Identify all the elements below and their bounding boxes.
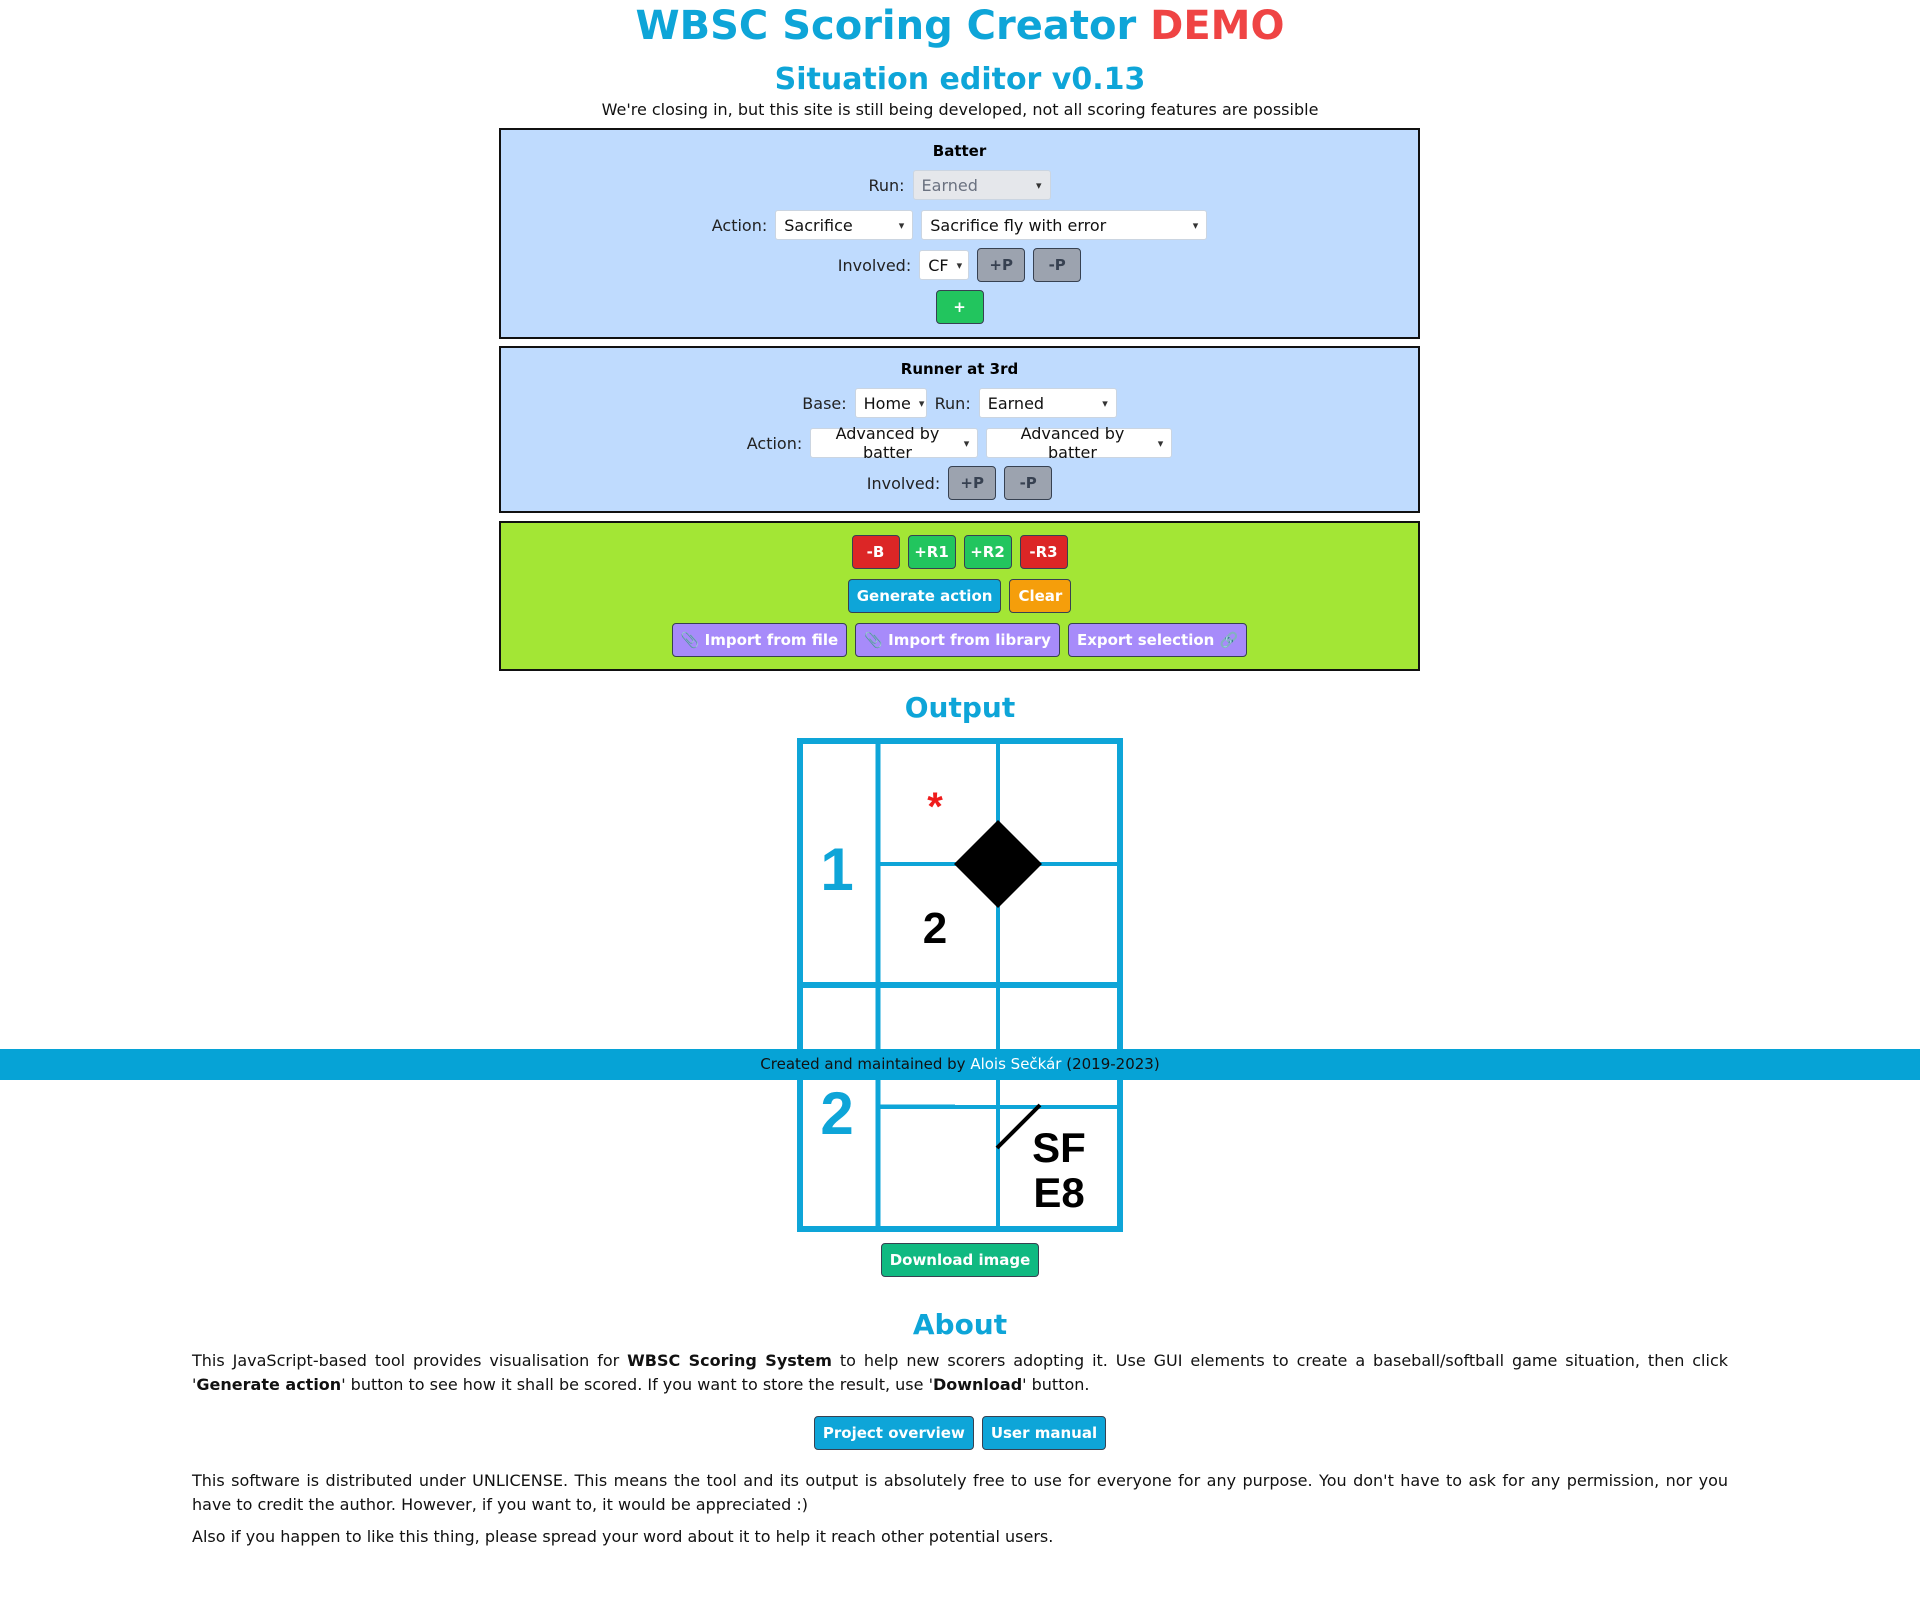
chevron-down-icon: ▾ [956,258,963,272]
batter-action-value: Sacrifice [784,215,853,235]
runner-add-player-button[interactable]: +P [948,466,997,500]
runner-base-select[interactable]: Home ▾ [854,388,927,418]
footer-bar: Created and maintained by Alois Sečkár (… [0,1049,1920,1080]
remove-runner-3-button[interactable]: -R3 [1019,535,1068,569]
chevron-down-icon: ▾ [1157,436,1164,450]
batter-run-select[interactable]: Earned ▾ [912,170,1051,200]
chevron-down-icon: ▾ [963,436,970,450]
chevron-down-icon: ▾ [918,396,925,410]
runner-3rd-panel: Runner at 3rd Base: Home ▾ Run: Earned ▾… [499,346,1420,513]
action-label: Action: [746,433,803,453]
runner-action-detail-select[interactable]: Advanced by batter ▾ [986,424,1173,462]
runner-3rd-title: Runner at 3rd [900,360,1019,378]
batter-panel: Batter Run: Earned ▾ Action: Sacrifice ▾… [499,128,1420,339]
add-runner-1-button[interactable]: +R1 [907,535,956,569]
page-subtitle: Situation editor v0.13 [774,62,1146,97]
base-label: Base: [802,393,847,413]
run-label: Run: [934,393,971,413]
output-heading: Output [904,691,1016,724]
about-text-segment: ' button to see how it shall be scored. … [341,1375,933,1394]
runner-run-select[interactable]: Earned ▾ [978,388,1117,418]
batter-remove-player-button[interactable]: -P [1033,248,1082,282]
generate-action-button[interactable]: Generate action [847,579,1002,613]
demo-label: DEMO [1150,3,1285,49]
batter-involved-value: CF [928,255,949,275]
author-link[interactable]: Alois Sečkár [970,1055,1062,1073]
batter-title: Batter [932,142,987,160]
about-strong-text: Download [932,1375,1023,1394]
development-note: We're closing in, but this site is still… [601,100,1319,119]
about-heading: About [912,1308,1008,1341]
run-label: Run: [868,175,905,195]
batter-add-action-button[interactable]: + [935,290,984,324]
output-code-line-1: SF [1032,1124,1086,1171]
chevron-down-icon: ▾ [898,218,905,232]
about-text-segment: ' button. [1022,1375,1090,1394]
output-top-count: 2 [923,904,947,953]
runner-action-value: Advanced by batter [835,424,940,462]
about-text-segment: This JavaScript-based tool provides visu… [192,1351,628,1370]
involved-label: Involved: [866,473,941,493]
clear-button[interactable]: Clear [1009,579,1072,613]
batter-action-detail-value: Sacrifice fly with error [930,215,1107,235]
export-selection-button[interactable]: Export selection 🔗 [1067,623,1248,657]
scoring-output-image: 1 * 2 2 SF E8 [797,738,1123,1232]
action-label: Action: [711,215,768,235]
output-top-number: 1 [820,836,853,903]
page-title: WBSC Scoring Creator DEMO [0,0,1920,52]
runner-action-detail-value: Advanced by batter [1020,424,1125,462]
output-code-line-2: E8 [1033,1169,1084,1216]
footer-suffix: (2019-2023) [1061,1055,1160,1073]
involved-label: Involved: [837,255,912,275]
add-runner-2-button[interactable]: +R2 [963,535,1012,569]
batter-action-select[interactable]: Sacrifice ▾ [775,210,914,240]
base-diamond-icon [954,820,1042,908]
project-overview-button[interactable]: Project overview [813,1416,974,1450]
chevron-down-icon: ▾ [1102,396,1108,410]
about-strong-text: Generate action [196,1375,342,1394]
batter-run-value: Earned [921,175,978,195]
import-from-library-button[interactable]: 📎 Import from library [855,623,1060,657]
about-text-segment: to help new scorers adopting it. Use GUI… [192,1351,1729,1394]
output-top-mark: * [927,785,943,829]
runner-run-value: Earned [987,393,1045,413]
chevron-down-icon: ▾ [1036,178,1042,192]
output-bottom-number: 2 [820,1080,853,1147]
app-title: WBSC Scoring Creator [635,3,1137,49]
footer-prefix: Created and maintained by [760,1055,971,1073]
batter-involved-select[interactable]: CF ▾ [919,250,970,280]
advance-slash-icon [995,1103,1042,1150]
about-paragraph-3: Also if you happen to like this thing, p… [192,1527,1054,1546]
about-paragraph-1: This JavaScript-based tool provides visu… [192,1349,1728,1397]
controls-panel: -B +R1 +R2 -R3 Generate action Clear 📎 I… [499,521,1420,671]
runner-remove-player-button[interactable]: -P [1004,466,1053,500]
user-manual-button[interactable]: User manual [981,1416,1107,1450]
batter-add-player-button[interactable]: +P [977,248,1026,282]
remove-batter-button[interactable]: -B [851,535,900,569]
about-strong-text: WBSC Scoring System [627,1351,832,1370]
about-paragraph-2: This software is distributed under UNLIC… [192,1471,1728,1514]
runner-base-value: Home [863,393,911,413]
chevron-down-icon: ▾ [1192,218,1199,232]
download-image-button[interactable]: Download image [880,1243,1040,1277]
batter-action-detail-select[interactable]: Sacrifice fly with error ▾ [921,210,1208,240]
import-from-file-button[interactable]: 📎 Import from file [671,623,848,657]
runner-action-select[interactable]: Advanced by batter ▾ [810,424,979,462]
